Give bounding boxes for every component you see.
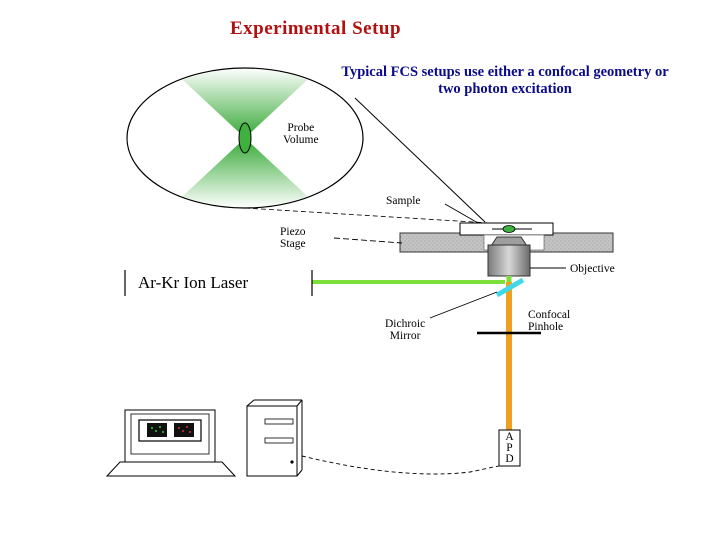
setup-note: Typical FCS setups use either a confocal… [341, 64, 669, 97]
dichroic-label: Dichroic Mirror [385, 318, 425, 342]
laser-label: Ar-Kr Ion Laser [138, 273, 249, 292]
fcs-trace-red [174, 423, 194, 437]
data-cable [301, 455, 504, 475]
dichroic-mirror [495, 277, 525, 298]
apd-detector [498, 429, 521, 467]
pinhole-label: Confocal Pinhole [528, 309, 570, 333]
apd-label-letter-3: D [505, 453, 514, 465]
probe-volume-label-line2: Volume [283, 134, 319, 146]
apd-label-letter-2: P [506, 442, 513, 454]
fcs-trace-green [147, 423, 167, 437]
zoom-line-lower [244, 207, 491, 224]
piezo-stage-label: Piezo Stage [280, 226, 306, 250]
focus-cone-bottom [170, 138, 320, 207]
objective [487, 244, 531, 277]
dichroic-leader [429, 291, 498, 319]
objective-label: Objective [570, 263, 615, 275]
probe-volume-ellipse [238, 122, 252, 154]
probe-volume-zoom [126, 67, 364, 209]
sample-leader [444, 203, 479, 224]
dichroic-label-line1: Dichroic [385, 318, 426, 330]
stage-leader [333, 237, 403, 244]
dichroic-label-line2: Mirror [389, 330, 421, 342]
monitor [105, 409, 237, 477]
pinhole-label-line1: Confocal [528, 309, 571, 321]
probe-volume-label-line1: Probe [287, 122, 315, 134]
sample-drop [502, 225, 516, 233]
focus-cone-top [170, 69, 320, 138]
piezo-stage-label-line2: Stage [280, 238, 306, 250]
apd-label-letter-1: A [505, 431, 514, 443]
diagram-title: Experimental Setup [230, 18, 402, 39]
zoom-line-upper [354, 97, 486, 223]
probe-volume-label: Probe Volume [283, 122, 319, 146]
piezo-stage-label-line1: Piezo [280, 226, 306, 238]
sample-label: Sample [386, 195, 421, 207]
pinhole-label-line2: Pinhole [528, 321, 564, 333]
apd-label: A P D [503, 431, 516, 465]
computer-tower [246, 399, 303, 477]
